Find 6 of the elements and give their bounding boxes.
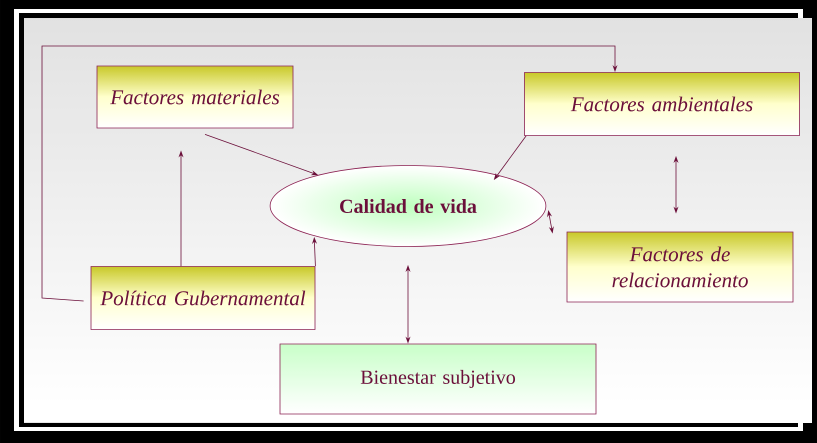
factor-box: Factores materiales xyxy=(96,66,294,128)
arrow xyxy=(42,46,618,302)
factor-box: Política Gubernamental xyxy=(90,266,316,330)
factor-box: Factores ambientales xyxy=(524,72,800,136)
result-box: Bienestar subjetivo xyxy=(280,344,596,414)
factor-box: Factores de relacionamiento xyxy=(566,232,794,302)
